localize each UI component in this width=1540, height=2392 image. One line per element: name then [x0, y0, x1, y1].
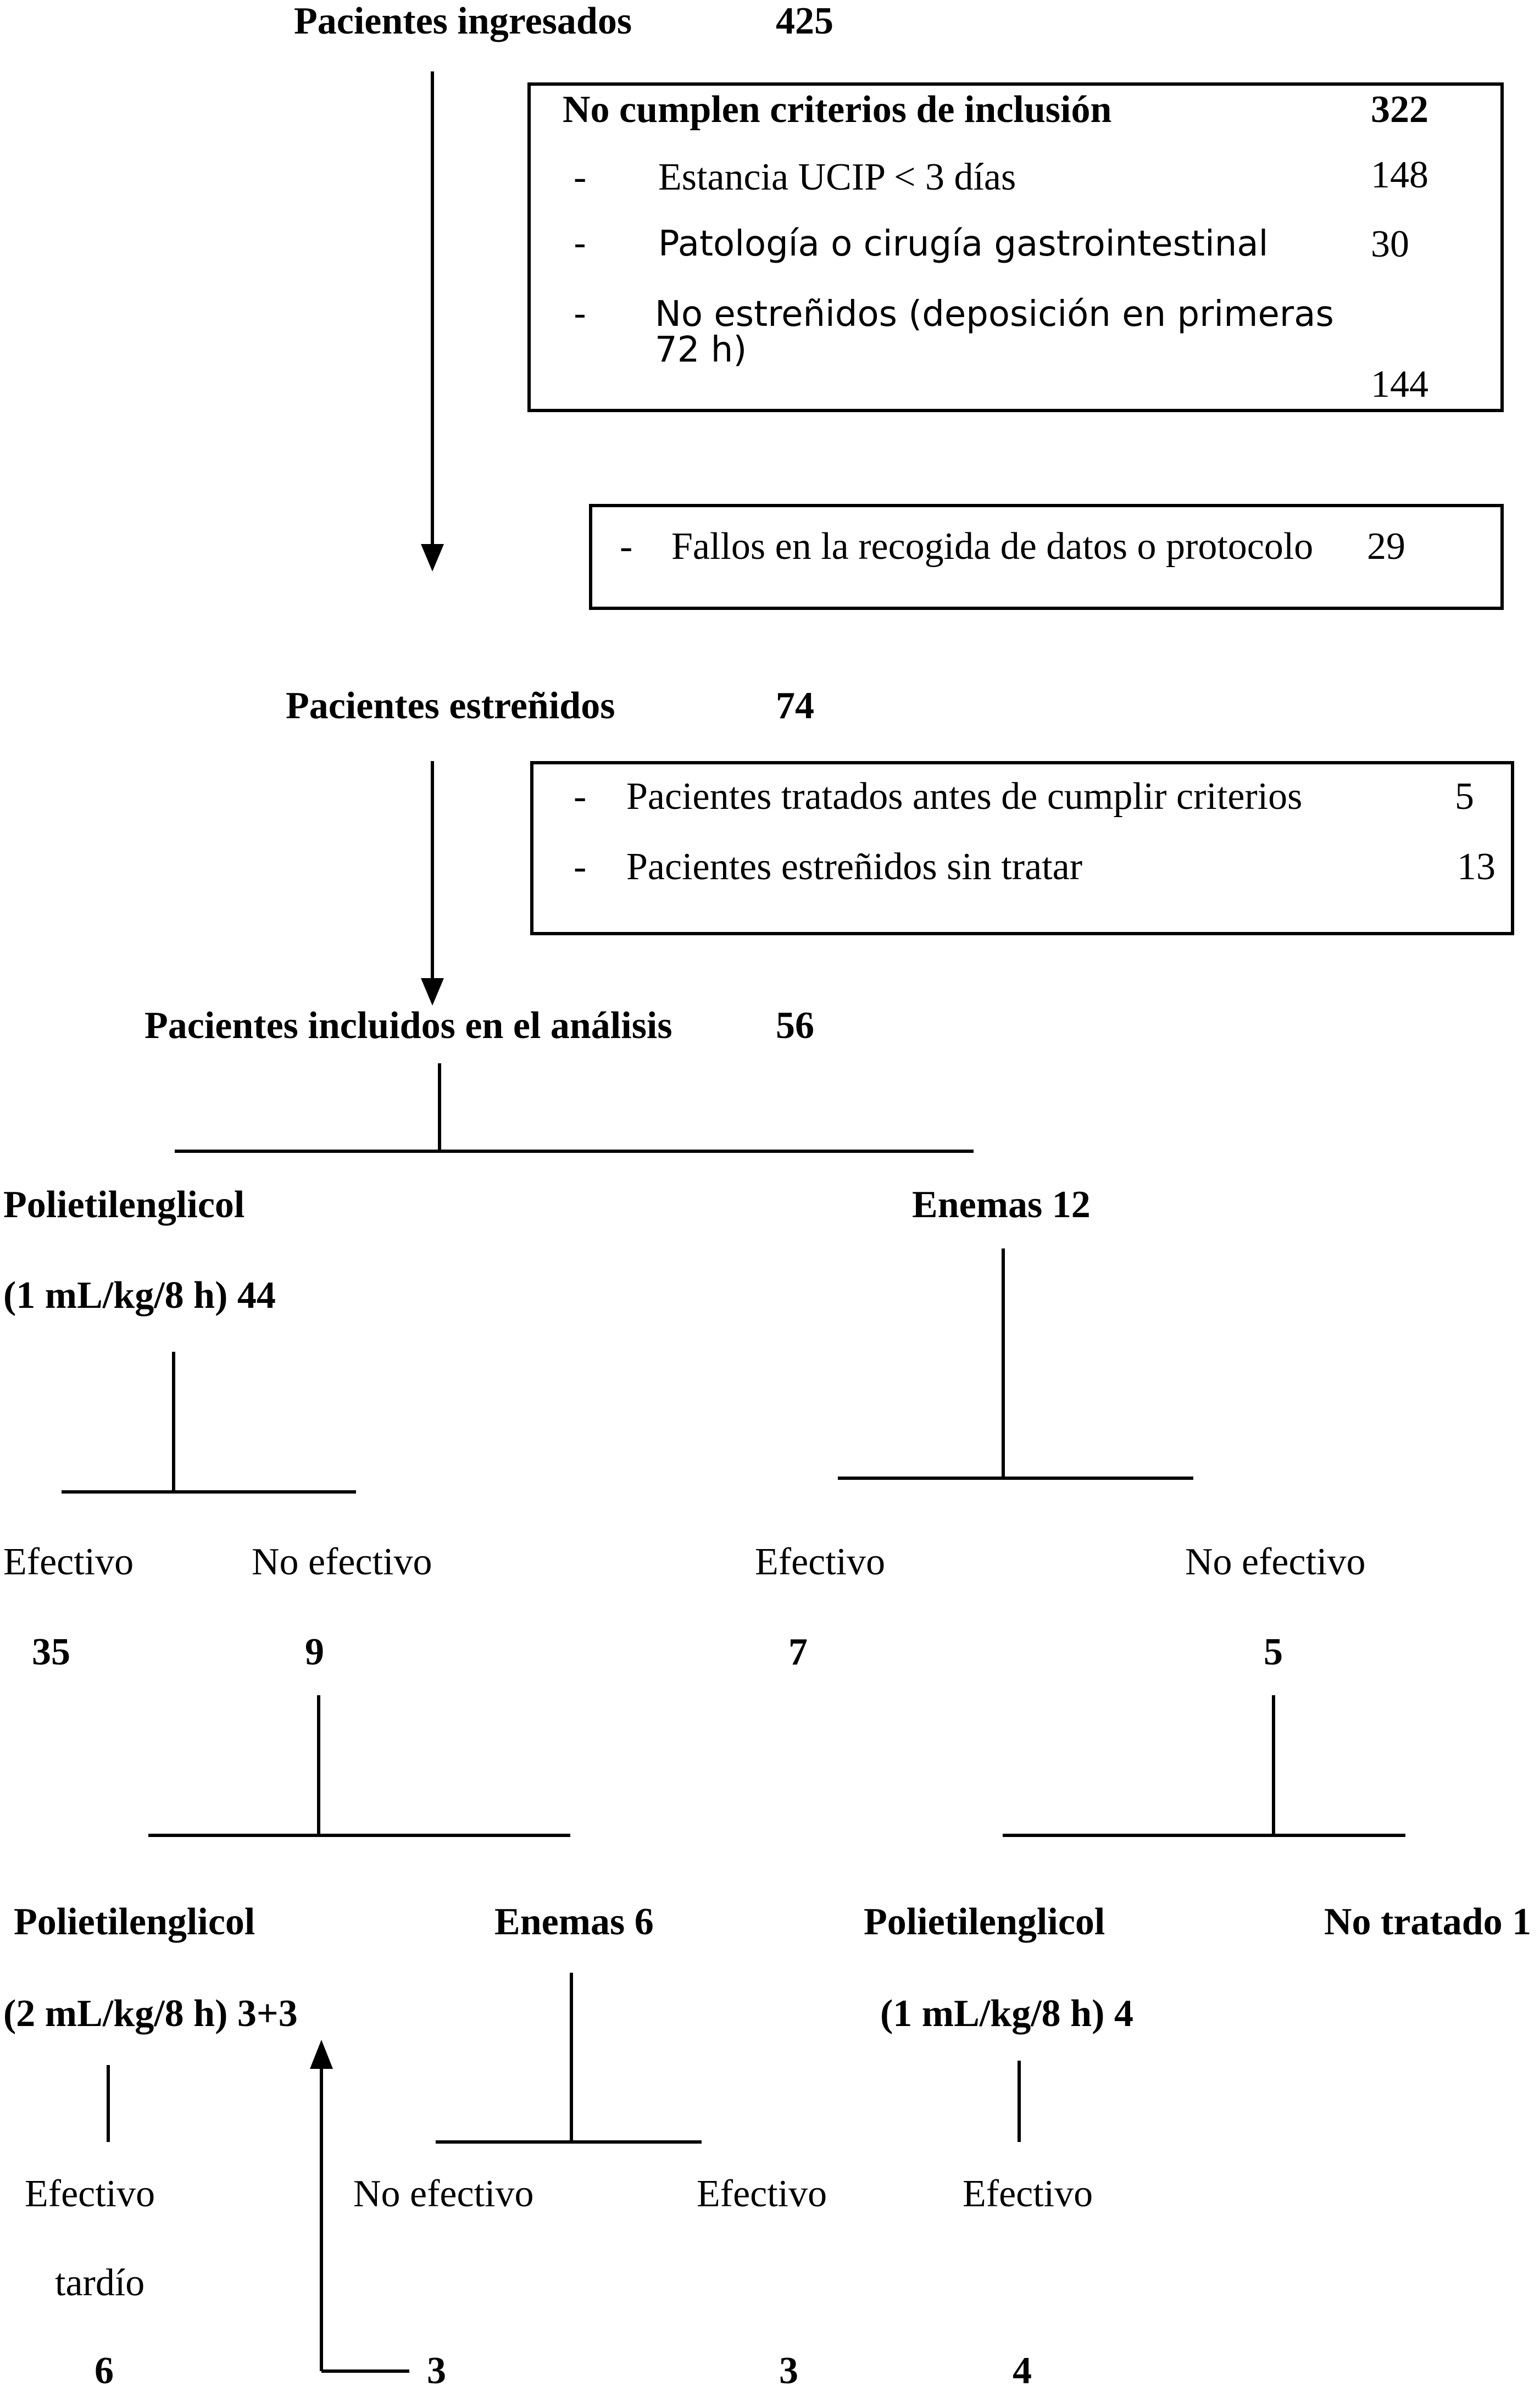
not-treated-label: No tratado 1: [1324, 1901, 1532, 1943]
enemas6-label: Enemas 6: [494, 1901, 654, 1943]
enema-not-effective: No efectivo: [1185, 1541, 1366, 1583]
included-label: Pacientes incluidos en el análisis: [144, 1004, 672, 1047]
exclusion-item-count: 30: [1371, 223, 1409, 265]
peg-effective: Efectivo: [3, 1541, 134, 1583]
data-failure-count: 29: [1367, 525, 1405, 568]
treatment-box: [530, 761, 1514, 935]
enema-effective-count: 7: [788, 1631, 808, 1673]
treatment-item-dash: -: [574, 846, 587, 888]
exclusion-item-label: Estancia UCIP < 3 días: [658, 156, 1016, 198]
exclusion-title-count: 322: [1371, 88, 1428, 131]
peg-label: Polietilenglicol: [3, 1184, 245, 1226]
exclusion-title: No cumplen criterios de inclusión: [563, 88, 1112, 131]
constipated-count: 74: [776, 685, 814, 727]
treatment-item-count: 5: [1455, 775, 1474, 818]
exclusion-item-count: 148: [1371, 154, 1428, 196]
treatment-item-label: Pacientes estreñidos sin tratar: [626, 846, 1083, 888]
peg-dose: (1 mL/kg/8 h) 44: [3, 1274, 276, 1317]
peg2-label: Polietilenglicol: [14, 1901, 255, 1943]
arrowhead-feedback: [310, 2040, 333, 2069]
treatment-item-count: 13: [1457, 846, 1495, 888]
enemas-label: Enemas 12: [912, 1184, 1091, 1226]
late-effective-line2: tardío: [55, 2262, 145, 2304]
treatment-item-dash: -: [574, 775, 587, 818]
enemas6-effective: Efectivo: [697, 2173, 827, 2215]
constipated-label: Pacientes estreñidos: [286, 685, 615, 727]
treatment-item-label: Pacientes tratados antes de cumplir crit…: [626, 775, 1303, 818]
included-count: 56: [776, 1004, 814, 1047]
peg-not-effective-count: 9: [305, 1631, 324, 1673]
data-failure-dash: -: [620, 525, 633, 568]
peg-not-effective: No efectivo: [252, 1541, 432, 1583]
enemas6-not-effective: No efectivo: [353, 2173, 534, 2215]
peg-effective-count: 35: [32, 1631, 70, 1673]
exclusion-box: [527, 82, 1504, 412]
peg3-label: Polietilenglicol: [864, 1901, 1105, 1943]
exclusion-item-label-line1: No estreñidos (deposición en primeras: [655, 294, 1334, 335]
data-failure-box: [589, 504, 1504, 610]
enemas6-effective-count: 3: [779, 2350, 798, 2392]
exclusion-item-label-line2: 72 h): [655, 330, 747, 370]
peg2-dose: (2 mL/kg/8 h) 3+3: [3, 1993, 298, 2035]
arrowhead-1: [421, 544, 444, 571]
late-effective-count: 6: [94, 2350, 114, 2392]
peg3-effective-count: 4: [1013, 2350, 1032, 2392]
exclusion-item-dash: -: [574, 224, 587, 264]
exclusion-item-label: Patología o cirugía gastrointestinal: [658, 224, 1269, 264]
arrowhead-2: [421, 978, 444, 1006]
data-failure-label: Fallos en la recogida de datos o protoco…: [671, 525, 1314, 568]
enemas6-not-effective-count: 3: [427, 2350, 446, 2392]
enema-not-effective-count: 5: [1264, 1631, 1283, 1673]
exclusion-item-dash: -: [574, 294, 587, 335]
peg3-effective: Efectivo: [963, 2173, 1093, 2215]
top-count: 425: [776, 0, 833, 42]
late-effective-line1: Efectivo: [25, 2173, 155, 2215]
enema-effective: Efectivo: [755, 1541, 886, 1583]
peg3-dose: (1 mL/kg/8 h) 4: [880, 1993, 1133, 2035]
top-label: Pacientes ingresados: [294, 0, 632, 42]
exclusion-item-dash: -: [574, 156, 587, 198]
exclusion-item-count: 144: [1371, 363, 1428, 406]
